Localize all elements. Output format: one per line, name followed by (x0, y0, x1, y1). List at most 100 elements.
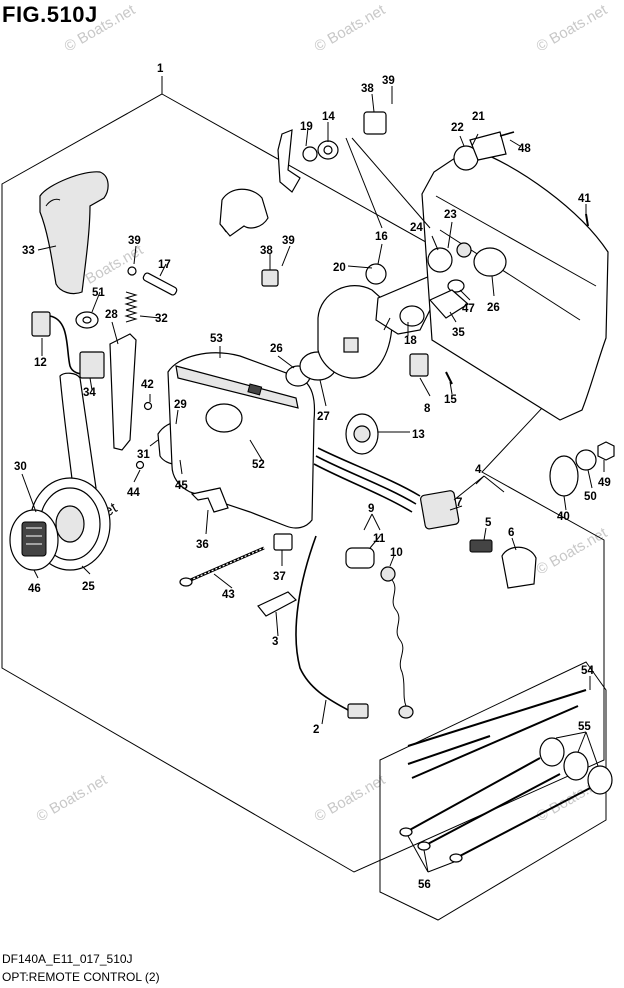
bolt-head (179, 577, 193, 587)
handle-grip (39, 171, 109, 295)
callout: 17 (158, 259, 171, 271)
callout: 7 (456, 497, 462, 509)
friction-bracket (219, 188, 269, 237)
watermark: © Boats.net (312, 771, 389, 825)
callout: 25 (82, 581, 95, 593)
control-lever-group (9, 171, 199, 571)
callout: 48 (518, 143, 531, 155)
callout: 39 (128, 235, 141, 247)
spring (124, 291, 138, 323)
nut (597, 441, 615, 461)
hardware-kit-frame (379, 661, 607, 921)
callout: 32 (155, 313, 168, 325)
gear (427, 247, 453, 273)
gear (365, 263, 387, 285)
callout: 35 (452, 327, 465, 339)
callout: 10 (390, 547, 403, 559)
callout: 9 (368, 503, 374, 515)
harness-connector (347, 703, 369, 719)
callout: 29 (174, 399, 187, 411)
callout: 13 (412, 429, 425, 441)
callout: 23 (444, 209, 457, 221)
callout: 49 (598, 477, 611, 489)
o-ring (473, 247, 507, 277)
figure-code: DF140A_E11_017_510J (2, 952, 133, 966)
callout-labels: 1 2 3 4 5 6 7 8 9 10 11 12 13 14 15 16 1… (14, 63, 611, 891)
figure-caption: OPT:REMOTE CONTROL (2) (2, 970, 160, 984)
trim-switch-connector (31, 311, 51, 337)
callout: 26 (487, 302, 500, 314)
callout: 52 (252, 459, 265, 471)
callout: 28 (105, 309, 118, 321)
callout: 53 (210, 333, 223, 345)
cable-spacer (587, 765, 613, 795)
callout: 15 (444, 394, 457, 406)
callout: 36 (196, 539, 209, 551)
callout: 19 (300, 121, 313, 133)
lock-plate (257, 591, 297, 617)
callout: 39 (382, 75, 395, 87)
watermark: © Boats.net (312, 1, 389, 55)
callout: 55 (578, 721, 591, 733)
callout: 33 (22, 245, 35, 257)
callout: 45 (175, 480, 188, 492)
callout: 2 (313, 724, 319, 736)
stop-switch (345, 547, 375, 569)
washer (575, 449, 597, 471)
electrical-group (295, 413, 537, 719)
screw (135, 460, 145, 470)
friction-block (261, 269, 279, 287)
callout: 39 (282, 235, 295, 247)
callout: 18 (404, 335, 417, 347)
callout: 4 (475, 464, 482, 476)
cable-spacer (563, 751, 589, 781)
neutral-lock-rod (109, 333, 137, 451)
callout: 8 (424, 403, 431, 415)
figure-title: FIG.510J (2, 2, 98, 27)
side-cover (421, 147, 609, 421)
pivot-block (363, 111, 387, 135)
callout: 38 (361, 83, 374, 95)
switch-cap (501, 546, 537, 589)
housing-opening (205, 403, 243, 433)
cable-spacer (539, 737, 565, 767)
callout: 56 (418, 879, 431, 891)
watermark: © Boats.net (534, 1, 611, 55)
callout: 30 (14, 461, 27, 473)
callout: 41 (578, 193, 591, 205)
callout: 51 (92, 287, 105, 299)
callout: 14 (322, 111, 335, 123)
callout: 31 (137, 449, 150, 461)
lock-block (79, 351, 105, 379)
callout: 20 (333, 262, 346, 274)
callout: 26 (270, 343, 283, 355)
callout: 21 (472, 111, 485, 123)
switch-connector (409, 353, 429, 377)
callout: 50 (584, 491, 597, 503)
watermark: © Boats.net (62, 1, 139, 55)
block (429, 289, 469, 319)
callout: 1 (157, 63, 164, 75)
main-switch (420, 490, 460, 530)
callout: 43 (222, 589, 235, 601)
gear-cover-group (317, 111, 615, 497)
lanyard-cord (391, 579, 407, 707)
leader-lines (21, 76, 605, 873)
shift-arm (277, 129, 301, 193)
stopper-plate (469, 131, 507, 161)
callout: 11 (373, 533, 386, 545)
bush-block (273, 533, 293, 551)
callout: 54 (581, 665, 594, 677)
control-housing-group (167, 129, 339, 617)
callout: 44 (127, 487, 140, 499)
watermark: © Boats.net (534, 524, 611, 578)
callout: 27 (317, 411, 330, 423)
watermark: © Boats.net (34, 771, 111, 825)
callout: 42 (141, 379, 154, 391)
callout: 37 (273, 571, 286, 583)
callout: 5 (485, 517, 492, 529)
callout: 34 (83, 387, 96, 399)
wiring-harness (295, 535, 349, 711)
gear-plate (317, 285, 393, 379)
